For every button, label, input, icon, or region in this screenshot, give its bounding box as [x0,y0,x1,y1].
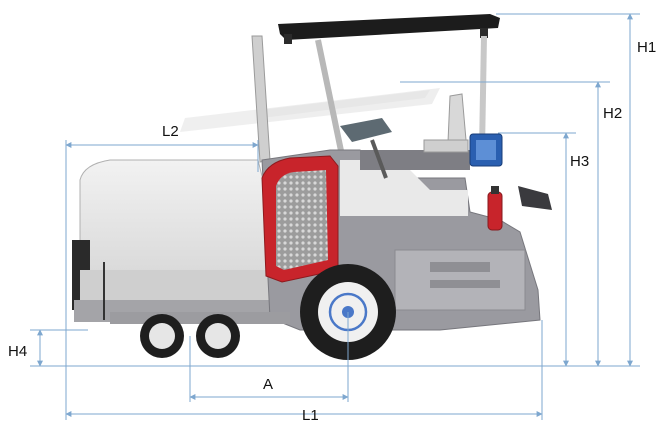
control-box [469,133,503,167]
dimension-h1: H1 [496,13,656,367]
dimension-l1: L1 [65,320,543,424]
screed-control-panel [518,186,552,210]
material-hopper [72,159,284,322]
exhaust-pipe [251,35,271,163]
label-h2: H2 [603,105,622,122]
dimension-a: A [189,312,349,402]
label-h4: H4 [8,343,27,360]
dimension-h4: H4 [8,329,88,367]
dimension-h2: H2 [400,81,622,367]
dimension-l2: L2 [65,123,259,420]
operator-console [340,118,392,179]
operator-seat [423,93,469,153]
canopy [278,14,500,171]
label-l2: L2 [162,123,179,140]
dimension-h3: H3 [498,132,589,367]
red-engine-cover [261,155,339,283]
fire-extinguisher [487,186,503,231]
label-a: A [263,376,273,393]
label-l1: L1 [302,407,319,424]
front-bogie-wheels [110,312,290,358]
label-h3: H3 [570,153,589,170]
raised-hopper-ghost [180,88,440,132]
label-h1: H1 [637,39,656,56]
